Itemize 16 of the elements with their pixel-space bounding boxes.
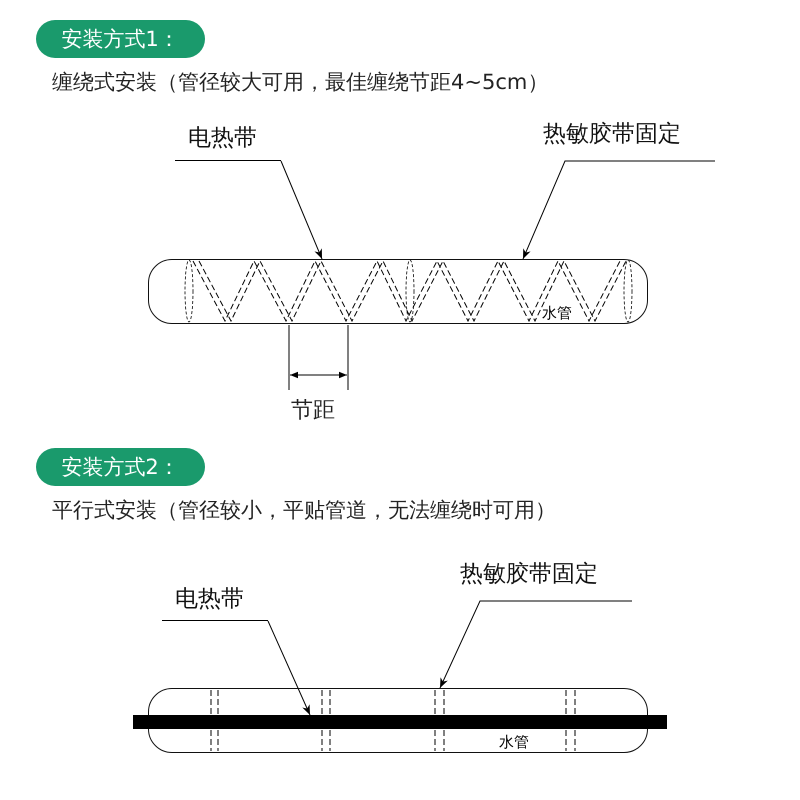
pipe-label: 水管 bbox=[542, 304, 572, 323]
callout-label: 电热带 bbox=[188, 124, 257, 153]
callout-label: 热敏胶带固定 bbox=[543, 120, 681, 149]
callout-label: 电热带 bbox=[175, 585, 244, 614]
heating-cable-bar bbox=[133, 715, 667, 729]
callout-label: 热敏胶带固定 bbox=[460, 560, 598, 589]
description-text: 缠绕式安装（管径较大可用，最佳缠绕节距4~5cm） bbox=[52, 69, 548, 96]
leader-line bbox=[522, 160, 716, 260]
section-badge: 安装方式1： bbox=[36, 20, 205, 58]
leader-line bbox=[440, 600, 632, 688]
description-text: 平行式安装（管径较小，平贴管道，无法缠绕时可用） bbox=[52, 497, 556, 524]
dimension-label: 节距 bbox=[291, 397, 335, 425]
leader-line bbox=[268, 620, 310, 716]
pipe-label: 水管 bbox=[499, 733, 529, 752]
section-badge: 安装方式2： bbox=[36, 448, 205, 486]
leader-line bbox=[280, 160, 322, 260]
